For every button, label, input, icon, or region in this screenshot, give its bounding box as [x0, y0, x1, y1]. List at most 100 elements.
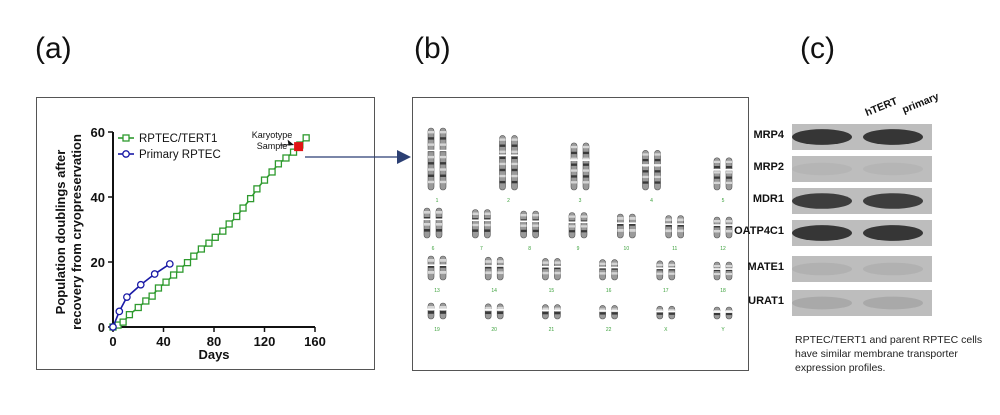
chromosome-number: 18	[720, 288, 726, 294]
panel-label-a: (a)	[35, 32, 72, 65]
chromosome-number: 11	[672, 246, 677, 252]
chromosome-pair	[568, 212, 588, 239]
blot-band	[863, 129, 923, 145]
data-point	[176, 265, 184, 273]
data-point	[142, 297, 150, 305]
blot-strip	[792, 220, 932, 246]
chromosome-number: 12	[720, 246, 726, 252]
chromosome-pair	[713, 216, 733, 239]
data-point	[183, 258, 192, 267]
blot-strip	[792, 156, 932, 182]
blot-band	[863, 162, 923, 176]
chromosome-number: 8	[528, 246, 531, 252]
blot-strip	[792, 188, 932, 214]
blot-row-label: OATP4C1	[734, 225, 784, 237]
chromosome-number: 16	[606, 288, 612, 294]
data-point	[125, 310, 134, 319]
chromosome-pair	[427, 255, 447, 281]
column-header-primary: primary	[900, 90, 941, 116]
y-tick-label: 40	[91, 190, 105, 205]
data-point	[274, 160, 283, 168]
x-tick-label: 0	[109, 334, 116, 349]
chromosome-number: 9	[577, 246, 580, 252]
data-point	[289, 148, 298, 156]
data-point	[219, 227, 227, 235]
y-axis-label-line1: Population doublings after	[53, 150, 68, 315]
annotation-line1: Karyotype	[252, 130, 293, 140]
chromosome-number: 14	[491, 288, 497, 294]
panel-label-c: (c)	[800, 32, 835, 65]
chromosome-number: 6	[432, 246, 435, 252]
legend-marker	[122, 150, 130, 158]
data-point	[239, 204, 247, 212]
blot-row: URAT1	[748, 290, 932, 316]
chromosome-pair	[642, 150, 661, 191]
chromosome-number: 22	[606, 327, 612, 333]
panel-b-frame	[412, 97, 749, 371]
chromosome-number: 7	[480, 246, 483, 252]
y-tick-label: 60	[91, 125, 105, 140]
chromosome-pair	[471, 209, 491, 239]
chromosome-pair	[656, 305, 676, 320]
x-tick-label: 40	[156, 334, 170, 349]
chromosome-number: 1	[436, 198, 439, 204]
chromosome-pair	[484, 256, 504, 281]
chromosome-pair	[427, 302, 447, 320]
chromosome-pair	[599, 259, 619, 281]
blot-row: MATE1	[748, 256, 932, 282]
link-arrow	[305, 150, 411, 164]
chromosome-number: 19	[434, 327, 440, 333]
blot-strip	[792, 290, 932, 316]
blot-row-label: MATE1	[747, 261, 784, 273]
chromosome-number: X	[664, 327, 668, 333]
data-point	[246, 194, 255, 203]
blot-row-label: URAT1	[748, 295, 784, 307]
blot-band	[792, 162, 852, 176]
chromosome-pair	[427, 127, 447, 191]
chromosome-number: 13	[434, 288, 440, 294]
data-point	[148, 292, 156, 300]
chromosome-number: 21	[549, 327, 555, 333]
data-point	[119, 318, 127, 326]
data-point	[154, 284, 163, 292]
blot-row: OATP4C1	[734, 220, 932, 246]
blot-row: MRP2	[752, 156, 932, 182]
data-point	[302, 134, 310, 142]
data-point	[123, 293, 131, 301]
data-point	[268, 168, 276, 176]
data-point	[109, 323, 117, 331]
chromosome-number: 2	[507, 198, 510, 204]
x-tick-label: 160	[304, 334, 326, 349]
series-line-1	[112, 263, 171, 328]
y-tick-label: 20	[91, 255, 105, 270]
data-point	[136, 280, 145, 289]
data-point	[205, 239, 213, 247]
blot-band	[792, 262, 852, 276]
annotation-line2: Sample	[257, 141, 288, 151]
chromosome-pair	[520, 210, 540, 239]
data-point	[260, 176, 269, 184]
chromosome-number: 4	[650, 198, 653, 204]
y-tick-label: 0	[98, 320, 105, 335]
data-point	[211, 233, 219, 241]
chromosome-number: 3	[579, 198, 582, 204]
karyotype-sample-marker	[294, 142, 304, 152]
chromosome-number: 5	[722, 198, 725, 204]
data-point	[134, 303, 142, 312]
chromosome-pair	[599, 305, 619, 320]
legend-marker	[122, 134, 130, 142]
chromosome-pair	[713, 261, 733, 281]
blot-row-label: MRP2	[753, 161, 784, 173]
blot-row-label: MRP4	[753, 129, 784, 141]
blot-band	[863, 262, 923, 276]
chromosome-number: Y	[721, 327, 725, 333]
data-point	[190, 252, 198, 260]
data-point	[115, 307, 124, 316]
x-axis-label: Days	[198, 347, 229, 362]
legend-label: Primary RPTEC	[139, 149, 221, 161]
chromosome-pair	[484, 303, 504, 320]
blot-band	[863, 225, 923, 241]
panel-label-b: (b)	[414, 32, 451, 65]
blot-row: MRP4	[752, 124, 932, 150]
